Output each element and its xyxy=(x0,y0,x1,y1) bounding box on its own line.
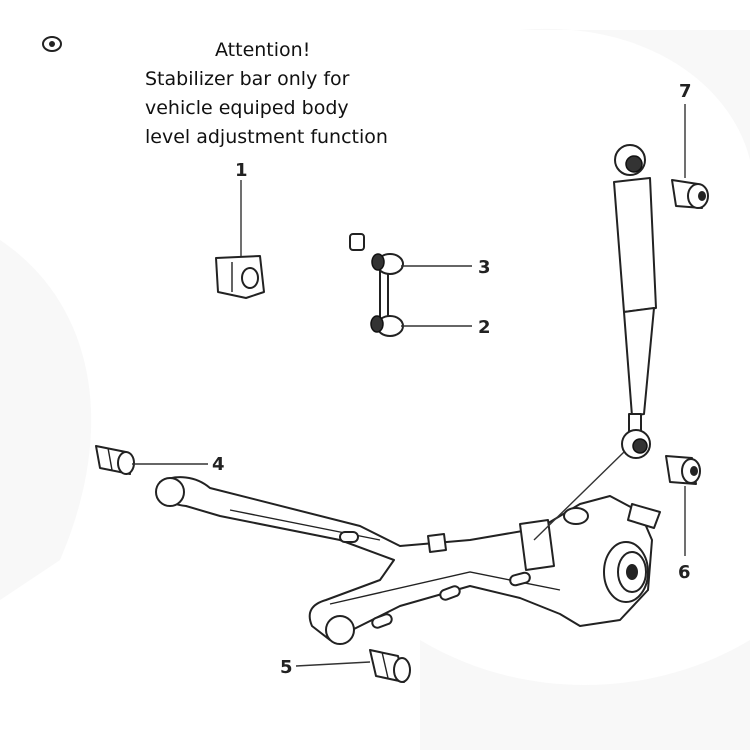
callout-3: 3 xyxy=(478,257,491,278)
stabilizer-bushing-part xyxy=(215,255,265,299)
note-line-3: level adjustment function xyxy=(145,126,388,148)
leader-lines xyxy=(132,104,686,667)
shock-absorber xyxy=(613,144,657,459)
stabilizer-link xyxy=(370,253,404,337)
rear-axle-beam xyxy=(155,476,661,645)
shock-lower-bushing-part xyxy=(665,455,701,485)
watermark xyxy=(0,28,750,750)
note-line-2: vehicle equiped body xyxy=(145,97,349,119)
axle-mount-bushing-part xyxy=(369,649,411,683)
callout-6: 6 xyxy=(678,562,691,583)
callout-7: 7 xyxy=(679,81,692,102)
note-line-1: Stabilizer bar only for xyxy=(145,68,350,90)
attention-note: Attention! Stabilizer bar only for vehic… xyxy=(145,36,415,152)
axle-front-bushing-part xyxy=(95,445,135,475)
note-heading: Attention! xyxy=(215,39,311,61)
callout-1: 1 xyxy=(235,160,248,181)
callout-5: 5 xyxy=(280,657,293,678)
shock-upper-bushing-part xyxy=(671,179,709,209)
callout-4: 4 xyxy=(212,454,225,475)
callout-numbers: 1 2 3 4 5 6 7 xyxy=(212,81,692,678)
stabilizer-bar xyxy=(35,36,365,262)
callout-2: 2 xyxy=(478,317,491,338)
